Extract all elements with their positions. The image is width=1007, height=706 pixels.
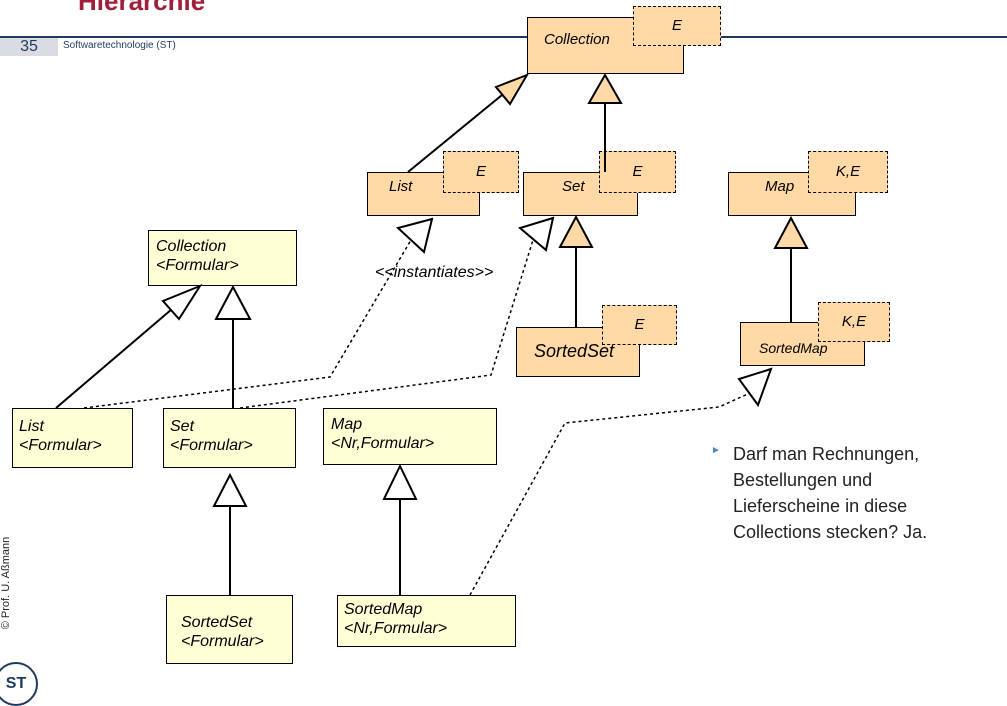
slide-title: Hierarchie: [78, 0, 206, 16]
instance-set-name: Set: [170, 418, 195, 435]
instance-set-box: Set <Formular>: [163, 408, 296, 468]
generic-collection-param: E: [633, 6, 721, 46]
instance-collection-box: Collection <Formular>: [148, 230, 297, 286]
generalization-arrowhead: [587, 72, 623, 104]
instance-sortedmap-box: SortedMap <Nr,Formular>: [337, 595, 516, 647]
generalization-arrowhead: [558, 214, 594, 248]
instance-sortedset-type: <Formular>: [181, 633, 264, 650]
generic-set-param: E: [599, 151, 676, 193]
st-logo: ST: [0, 662, 38, 706]
instance-map-box: Map <Nr,Formular>: [323, 408, 497, 465]
generic-sortedset-label: SortedSet: [534, 341, 615, 361]
generalization-arrowhead: [214, 284, 252, 320]
generic-list-param: E: [443, 151, 519, 193]
page-number: 35: [0, 38, 58, 56]
generalization-arrowhead: [494, 73, 530, 106]
instance-sortedmap-name: SortedMap: [344, 601, 423, 618]
generic-set-label: Set: [562, 178, 585, 195]
header-bar: [0, 36, 1007, 38]
generalization-arrowhead: [773, 215, 809, 249]
instance-list-box: List <Formular>: [12, 408, 133, 468]
generalization-arrowhead: [161, 283, 203, 321]
instance-map-type: <Nr,Formular>: [331, 435, 435, 452]
generic-map-param: K,E: [808, 151, 888, 193]
instance-sortedset-name: SortedSet: [181, 614, 253, 631]
instance-sortedmap-type: <Nr,Formular>: [344, 620, 448, 637]
instance-list-type: <Formular>: [19, 437, 102, 454]
instance-sortedset-box: SortedSet <Formular>: [166, 595, 293, 664]
instantiates-label: <<instantiates>>: [375, 264, 494, 281]
generic-sortedmap-param: K,E: [818, 302, 890, 342]
copyright: © Prof. U. Aßmann: [0, 536, 12, 630]
generic-sortedmap-label: SortedMap: [759, 340, 828, 356]
instantiation-arrowhead: [395, 217, 434, 254]
generic-map-label: Map: [765, 178, 795, 195]
generic-collection-label: Collection: [544, 31, 610, 48]
bullet-text: Darf man Rechnungen, Bestellungen und Li…: [733, 444, 928, 542]
generalization-arrowhead: [212, 472, 248, 507]
bullet-marker-icon: ►: [711, 445, 721, 456]
instance-collection-type: <Formular>: [156, 257, 239, 274]
instantiation-arrowhead: [517, 216, 555, 252]
generic-sortedset-param: E: [602, 305, 677, 345]
instance-map-name: Map: [331, 416, 363, 433]
instance-list-name: List: [19, 418, 44, 435]
generic-list-label: List: [389, 178, 413, 195]
instance-collection-name: Collection: [156, 238, 227, 255]
course-name: Softwaretechnologie (ST): [63, 40, 176, 51]
generalization-arrowhead: [382, 463, 418, 500]
instantiation-arrowhead: [737, 367, 773, 408]
instance-set-type: <Formular>: [170, 437, 253, 454]
